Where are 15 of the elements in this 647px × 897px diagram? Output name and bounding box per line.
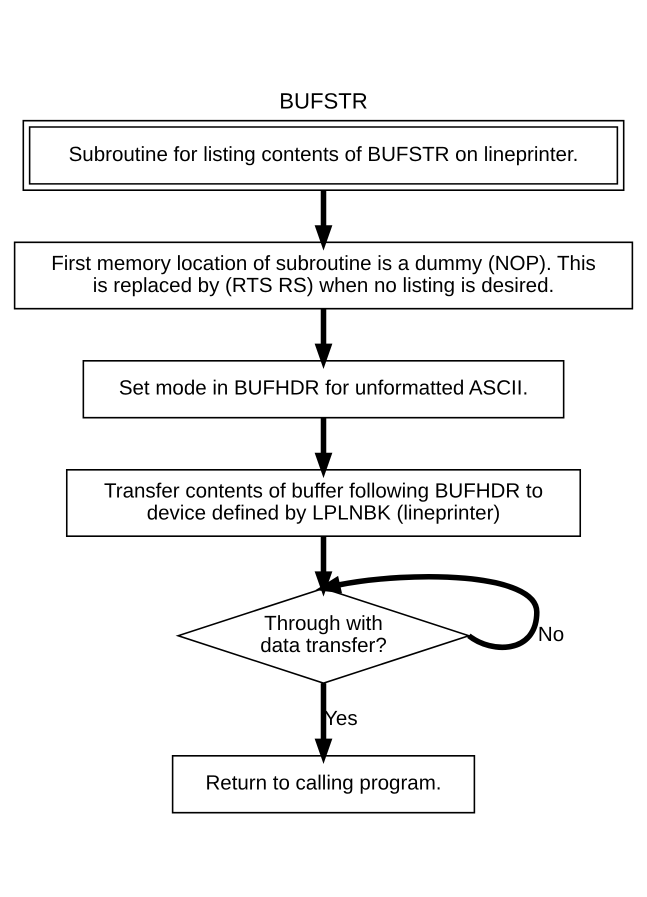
arrow (314, 418, 332, 478)
arrow (314, 309, 332, 369)
arrow (314, 190, 332, 251)
node-box: Return to calling program. (172, 755, 476, 814)
edge-label: Yes (324, 706, 358, 730)
node-diamond: Through with data transfer? (176, 588, 472, 684)
arrow (314, 683, 332, 764)
node-box: Transfer contents of buffer following BUFHDR to device defined by LPLNBK (lineprinter) (66, 469, 582, 537)
arrow (315, 574, 540, 650)
edge-label: No (538, 623, 564, 646)
node-box: Subroutine for listing contents of BUFSTR on lineprinter. (22, 120, 624, 191)
node-box: First memory location of subroutine is a dummy (NOP). This is replaced by (RTS RS) when no listing is desired. (14, 242, 634, 310)
arrow (314, 536, 332, 597)
diagram-title: BUFSTR (279, 88, 368, 114)
node-box: Set mode in BUFHDR for unformatted ASCII. (82, 360, 564, 418)
